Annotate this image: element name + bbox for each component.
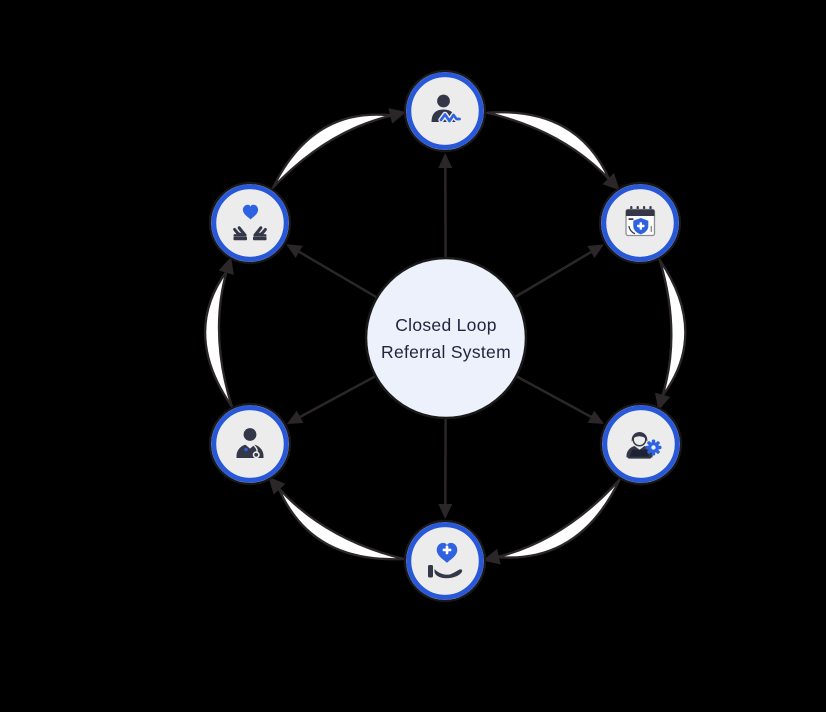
node-background bbox=[216, 410, 284, 478]
spoke-arrowhead bbox=[286, 410, 304, 425]
node-blue-ring bbox=[406, 72, 484, 150]
spoke-arrowhead bbox=[286, 244, 303, 258]
loop-crescent-arrow bbox=[496, 478, 621, 559]
loop-crescent-arrow bbox=[658, 258, 687, 398]
node-heart-in-hand bbox=[403, 519, 487, 603]
loop-arrowhead bbox=[388, 108, 407, 124]
spoke-arrowhead bbox=[587, 410, 605, 424]
agent-laptop-gear-icon bbox=[626, 432, 662, 459]
center-hub: Closed Loop Referral System bbox=[364, 256, 528, 420]
doctor-icon bbox=[236, 428, 264, 459]
loop-arrowhead bbox=[602, 172, 620, 191]
left-hand bbox=[233, 226, 247, 241]
loop-crescent-arrow bbox=[485, 111, 611, 181]
spoke-arrowhead bbox=[438, 503, 453, 520]
node-doctor bbox=[208, 402, 292, 486]
node-blue-ring bbox=[406, 522, 484, 600]
loop-crescent-arrow bbox=[277, 486, 405, 561]
center-label-line1: Closed Loop bbox=[395, 315, 497, 335]
node-blue-ring bbox=[211, 405, 289, 483]
loop-arrowhead bbox=[654, 392, 671, 411]
center-circle bbox=[364, 256, 528, 420]
node-blue-ring bbox=[211, 184, 289, 262]
spoke-arrowhead bbox=[438, 152, 453, 169]
loop-crescent-arrow bbox=[271, 113, 393, 189]
spoke-arrowhead bbox=[587, 244, 604, 259]
node-hands-holding-heart bbox=[208, 181, 292, 265]
loop-arrowhead bbox=[482, 548, 501, 565]
node-background bbox=[216, 189, 284, 257]
node-blue-ring bbox=[601, 184, 679, 262]
hands-holding-heart-icon bbox=[233, 204, 267, 241]
loop-arrowhead bbox=[268, 476, 286, 495]
calendar-shield-icon bbox=[625, 206, 656, 237]
node-agent-laptop-gear bbox=[599, 402, 683, 486]
heart-in-hand-icon bbox=[428, 542, 463, 579]
loop-arrowhead bbox=[218, 256, 234, 275]
gear-icon bbox=[645, 439, 662, 456]
node-calendar-shield bbox=[598, 181, 682, 265]
patient-vitals-icon bbox=[431, 94, 463, 124]
center-label-line2: Referral System bbox=[381, 342, 511, 362]
right-hand bbox=[253, 226, 267, 241]
node-blue-ring bbox=[602, 405, 680, 483]
node-patient-vitals bbox=[403, 69, 487, 153]
loop-crescent-arrow bbox=[203, 270, 234, 408]
